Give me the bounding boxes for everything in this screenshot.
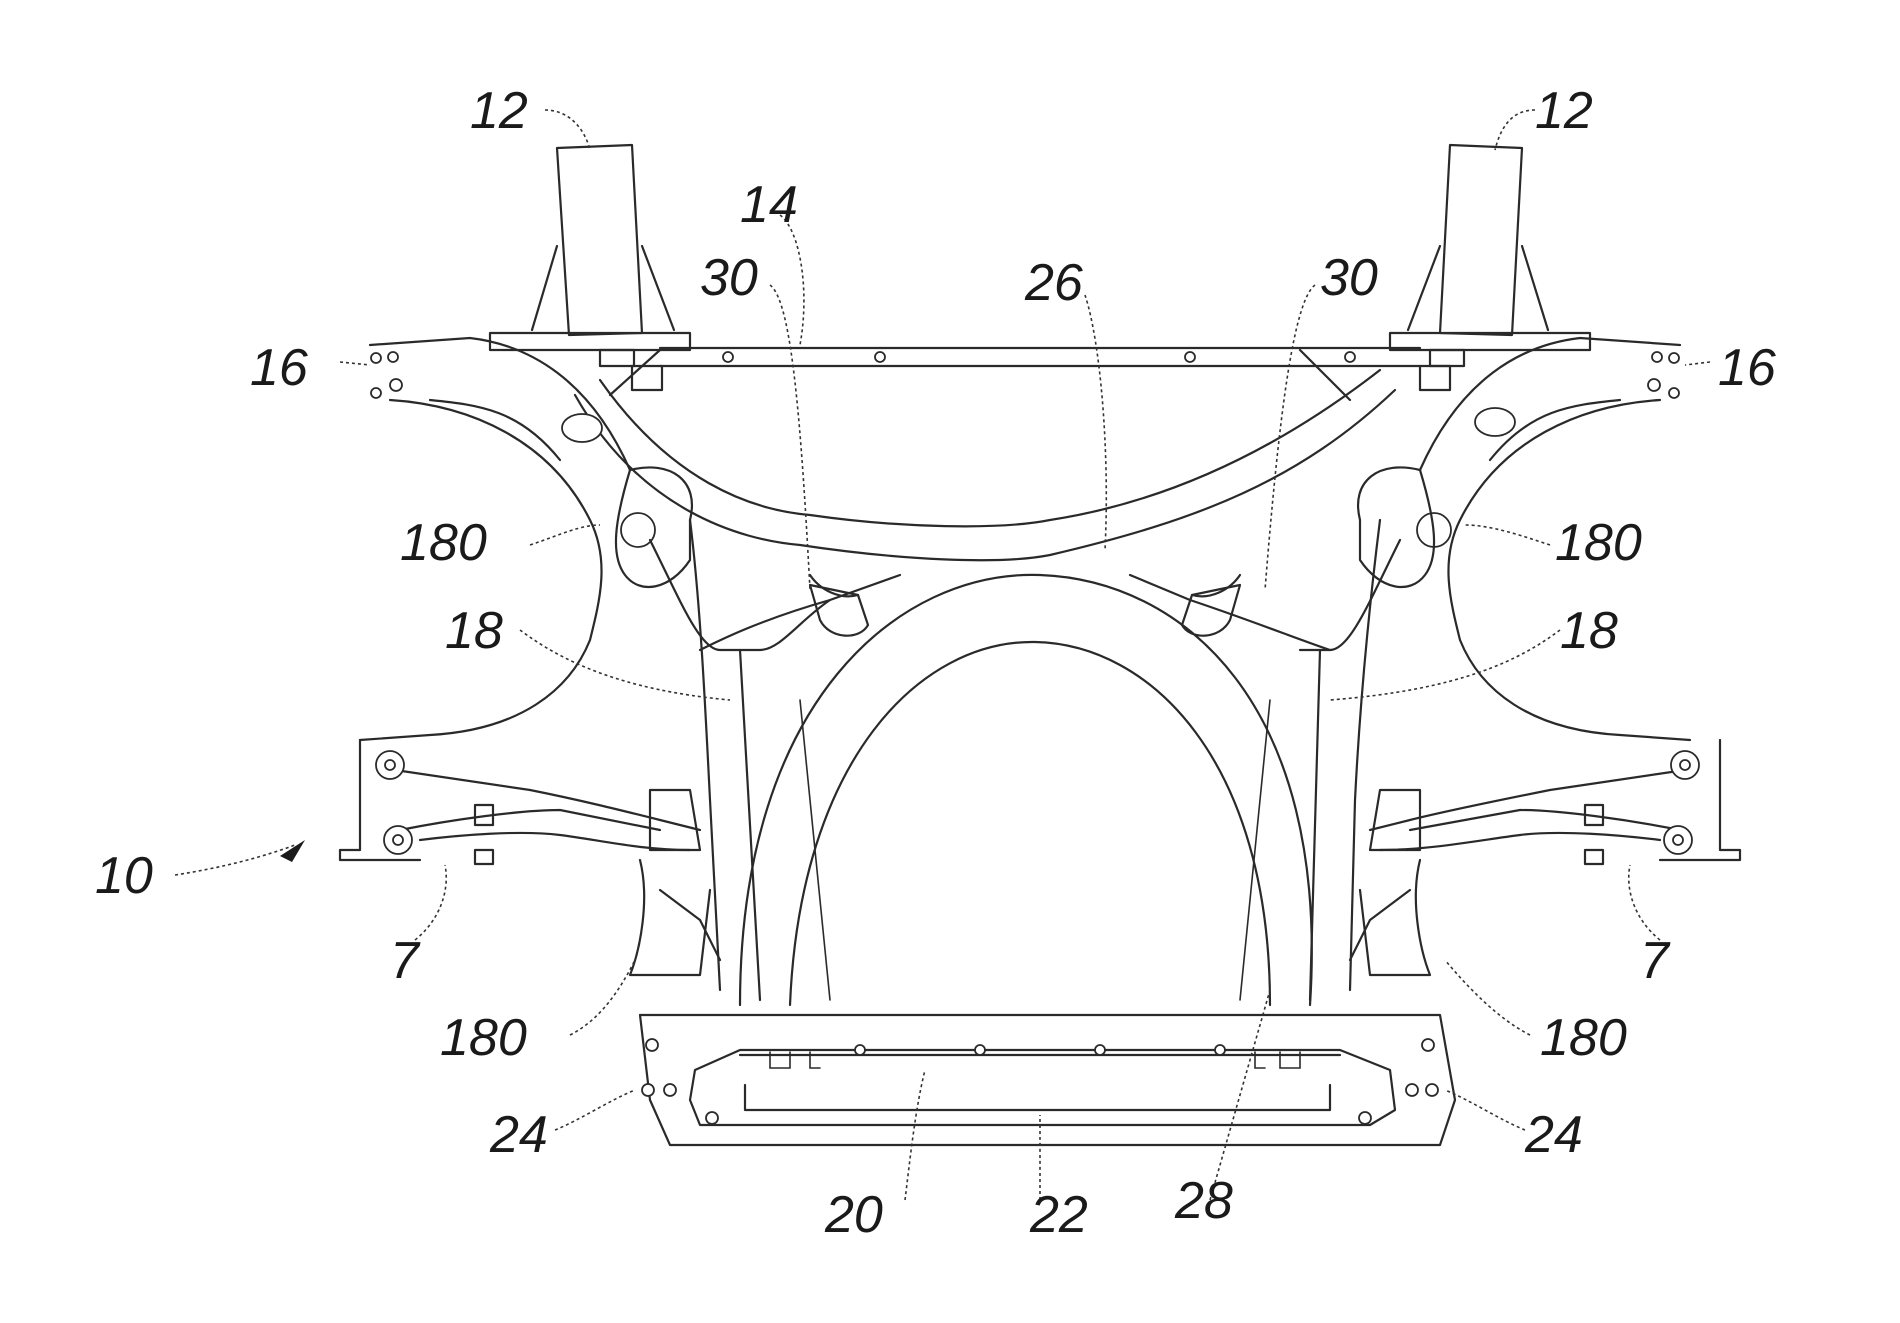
arrow-head-10 xyxy=(280,840,305,862)
tower-left xyxy=(490,145,690,350)
label-24-right: 24 xyxy=(1524,1106,1583,1164)
label-14: 14 xyxy=(740,176,798,234)
label-10: 10 xyxy=(95,847,153,905)
label-180-lower-right: 180 xyxy=(1540,1009,1627,1067)
label-7-left: 7 xyxy=(390,932,421,990)
label-24-left: 24 xyxy=(489,1106,548,1164)
control-arm-right xyxy=(1350,740,1740,975)
label-7-right: 7 xyxy=(1640,932,1671,990)
label-16-right: 16 xyxy=(1718,339,1776,397)
label-180-upper-left: 180 xyxy=(400,514,487,572)
label-22: 22 xyxy=(1029,1186,1088,1244)
lower-frame xyxy=(640,1015,1455,1145)
label-28: 28 xyxy=(1174,1172,1233,1230)
arch-28 xyxy=(740,575,1312,1005)
label-30-right: 30 xyxy=(1320,249,1378,307)
label-30-left: 30 xyxy=(700,249,758,307)
reference-labels: 12 12 14 30 26 30 16 16 180 180 18 18 10… xyxy=(95,82,1776,1244)
member-18-left xyxy=(650,520,900,1000)
label-12-left: 12 xyxy=(470,82,528,140)
label-18-right: 18 xyxy=(1560,602,1618,660)
label-26: 26 xyxy=(1024,254,1083,312)
label-12-right: 12 xyxy=(1535,82,1593,140)
label-20: 20 xyxy=(824,1186,883,1244)
label-180-upper-right: 180 xyxy=(1555,514,1642,572)
label-180-lower-left: 180 xyxy=(440,1009,527,1067)
label-16-left: 16 xyxy=(250,339,308,397)
tower-right xyxy=(1390,145,1590,350)
label-18-left: 18 xyxy=(445,602,503,660)
cross-member-26 xyxy=(575,350,1395,560)
leader-lines xyxy=(175,110,1710,1200)
